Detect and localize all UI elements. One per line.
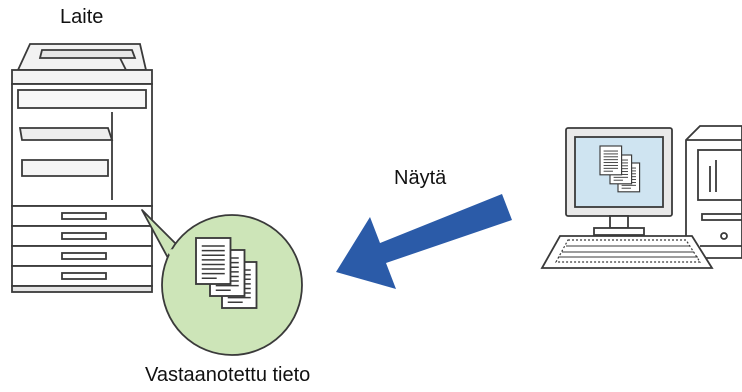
action-label: Näytä bbox=[394, 167, 447, 189]
device-label: Laite bbox=[60, 6, 104, 28]
desktop-computer-icon bbox=[540, 125, 742, 269]
multifunction-printer-icon bbox=[11, 43, 153, 293]
received-data-label: Vastaanotettu tieto bbox=[145, 364, 311, 386]
arrow-left-down-icon bbox=[336, 194, 512, 289]
